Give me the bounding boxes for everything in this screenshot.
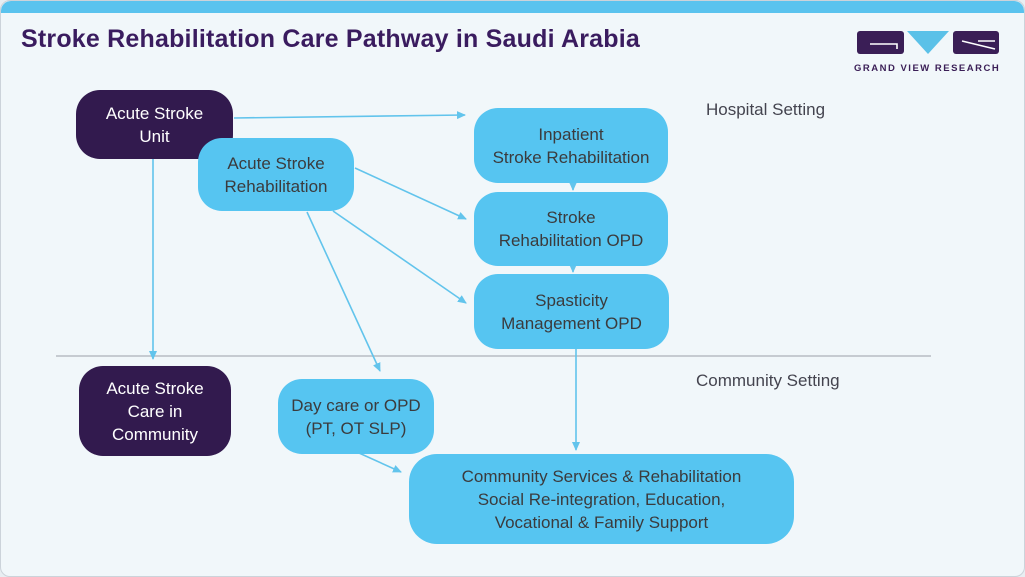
community-setting-label: Community Setting [696,371,840,390]
page-title: Stroke Rehabilitation Care Pathway in Sa… [21,25,640,53]
gvr-logo-text: GRAND VIEW RESEARCH [854,63,1001,74]
node-acute-stroke-rehabilitation: Acute Stroke Rehabilitation [198,138,354,211]
edge-rehab-to-spasticity [332,210,467,304]
edge-rehab-to-day-care [306,211,381,372]
node-inpatient-stroke-rehabilitation: Inpatient Stroke Rehabilitation [474,108,668,183]
header-accent-bar [1,1,1024,13]
edge-day-care-to-community-services [358,452,402,473]
node-acute-stroke-care-in-community: Acute Stroke Care in Community [79,366,231,456]
hospital-setting-label: Hospital Setting [706,100,826,119]
node-stroke-rehabilitation-opd: Stroke Rehabilitation OPD [474,192,668,266]
node-spasticity-management-opd: Spasticity Management OPD [474,274,669,349]
gvr-logo-mark [857,31,999,54]
edge-rehab-to-stroke-opd [354,167,467,220]
edge-unit-to-inpatient [233,111,466,120]
gvr-logo: GRAND VIEW RESEARCH [854,28,1000,74]
node-day-care-or-opd: Day care or OPD (PT, OT SLP) [278,379,434,454]
node-community-services: Community Services & Rehabilitation Soci… [409,454,794,544]
